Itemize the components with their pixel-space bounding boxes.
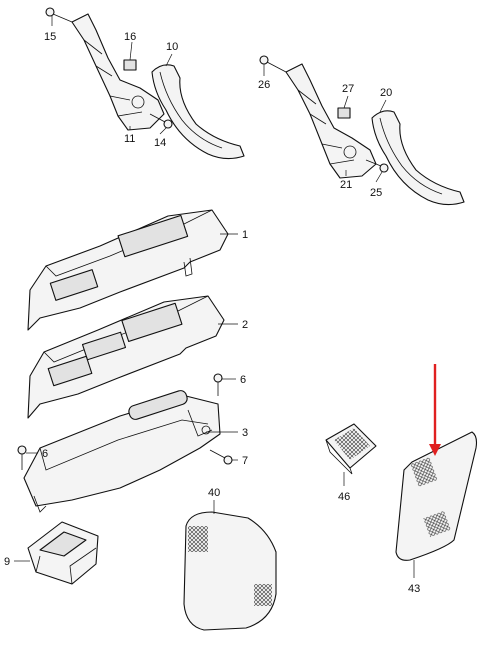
pad-46 — [325, 423, 377, 475]
label-11: 11 — [124, 133, 135, 145]
red-arrow-icon — [429, 364, 441, 456]
screw-6-lower — [17, 445, 27, 470]
label-21: 21 — [340, 179, 352, 191]
clip-16 — [123, 59, 137, 71]
label-40: 40 — [208, 487, 220, 499]
switch-9 — [27, 521, 99, 585]
switch-panel-1 — [27, 209, 229, 331]
bracket-right-assembly — [285, 63, 377, 179]
label-1: 1 — [242, 229, 248, 241]
label-43: 43 — [408, 583, 420, 595]
screw-6-upper — [213, 373, 223, 396]
screw-15 — [45, 7, 73, 23]
label-2: 2 — [242, 319, 248, 331]
screw-14 — [149, 113, 173, 129]
screw-25 — [365, 159, 389, 173]
handle-20 — [371, 110, 465, 206]
carrier-3 — [23, 390, 221, 513]
label-25: 25 — [370, 187, 382, 199]
switch-panel-2 — [27, 295, 225, 419]
label-15: 15 — [44, 31, 56, 43]
label-6-upper: 6 — [240, 374, 246, 386]
label-9: 9 — [4, 556, 10, 568]
label-16: 16 — [124, 31, 136, 43]
label-20: 20 — [380, 87, 392, 99]
label-27: 27 — [342, 83, 354, 95]
screw-7 — [209, 449, 233, 465]
cover-43 — [395, 431, 478, 561]
leader-lines — [14, 16, 415, 578]
label-26: 26 — [258, 79, 270, 91]
clip-27 — [337, 107, 351, 119]
label-10: 10 — [166, 41, 178, 53]
label-46: 46 — [338, 491, 350, 503]
label-6-lower: 6 — [42, 448, 48, 460]
cover-40 — [183, 511, 277, 631]
label-7: 7 — [242, 455, 248, 467]
label-14: 14 — [154, 137, 166, 149]
handle-10 — [151, 64, 245, 160]
bracket-left-assembly — [71, 13, 165, 131]
label-3: 3 — [242, 427, 248, 439]
